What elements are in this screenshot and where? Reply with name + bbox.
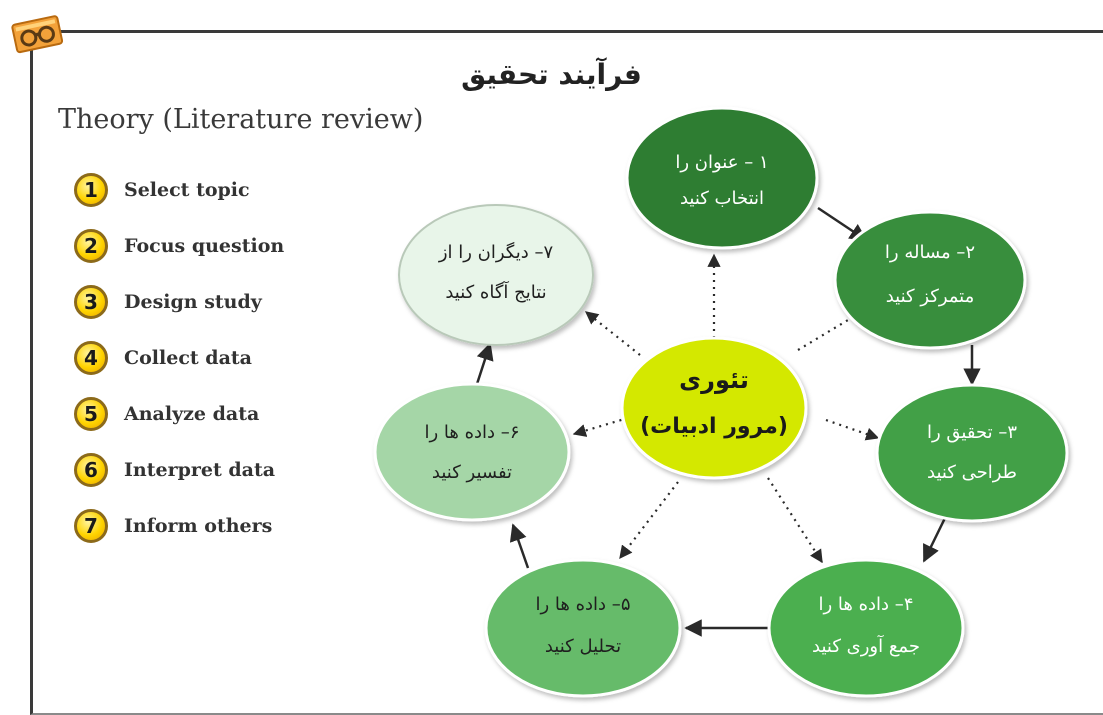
center-theory-node: تئوری (مرور ادبیات) xyxy=(620,336,808,480)
node-line2: طراحی کنید xyxy=(927,462,1017,483)
step-label: Focus question xyxy=(124,235,285,257)
theory-link-arrow xyxy=(572,416,629,437)
node-line1: ۱ – عنوان را xyxy=(675,152,768,173)
step-label: Design study xyxy=(124,291,262,313)
theory-link-arrow xyxy=(619,481,679,560)
node-line2: نتایج آگاه کنید xyxy=(445,280,546,303)
subtitle: Theory (Literature review) xyxy=(58,104,424,135)
theory-link-arrow xyxy=(825,418,880,441)
step-number-badge: 6 xyxy=(74,453,108,487)
step-number-badge: 7 xyxy=(74,509,108,543)
page-title: فرآیند تحقیق xyxy=(461,58,642,91)
node-line2: انتخاب کنید xyxy=(680,188,764,209)
step-item: 1 Select topic xyxy=(74,170,250,210)
step-label: Select topic xyxy=(124,179,250,201)
step-item: 5 Analyze data xyxy=(74,394,259,434)
step-number-badge: 3 xyxy=(74,285,108,319)
step-item: 3 Design study xyxy=(74,282,262,322)
node-line1: ۷– دیگران را از xyxy=(438,241,554,263)
theory-link-arrow xyxy=(584,311,641,356)
node-line1: ۳– تحقیق را xyxy=(927,422,1017,443)
cycle-arrow xyxy=(509,523,530,569)
cycle-arrow xyxy=(475,342,494,385)
step-item: 7 Inform others xyxy=(74,506,272,546)
node-line2: تحلیل کنید xyxy=(545,636,621,657)
step-number-badge: 5 xyxy=(74,397,108,431)
node-select-topic: ۱ – عنوان را انتخاب کنید xyxy=(625,106,819,250)
node-line1: ۶– داده ها را xyxy=(425,422,520,443)
step-number-badge: 1 xyxy=(74,173,108,207)
center-line2: (مرور ادبیات) xyxy=(640,414,788,439)
node-collect-data: ۴– داده ها را جمع آوری کنید xyxy=(767,558,965,698)
node-line2: جمع آوری کنید xyxy=(812,634,920,657)
step-label: Inform others xyxy=(124,515,273,537)
step-number-badge: 4 xyxy=(74,341,108,375)
node-line1: ۵– داده ها را xyxy=(536,594,631,615)
node-line2: متمرکز کنید xyxy=(886,286,975,307)
center-line1: تئوری xyxy=(679,366,749,394)
node-line1: ۲– مساله را xyxy=(885,242,975,263)
step-label: Interpret data xyxy=(124,459,276,481)
step-label: Collect data xyxy=(124,347,252,369)
step-item: 4 Collect data xyxy=(74,338,252,378)
cycle-arrow xyxy=(922,517,947,563)
node-focus-question: ۲– مساله را متمرکز کنید xyxy=(833,210,1027,350)
node-line1: ۴– داده ها را xyxy=(819,594,914,615)
glasses-book-icon xyxy=(11,15,64,54)
step-number-badge: 2 xyxy=(74,229,108,263)
step-label: Analyze data xyxy=(124,403,260,425)
node-line2: تفسیر کنید xyxy=(432,462,512,483)
step-item: 6 Interpret data xyxy=(74,450,275,490)
node-design-study: ۳– تحقیق را طراحی کنید xyxy=(875,383,1069,523)
node-interpret-data: ۶– داده ها را تفسیر کنید xyxy=(373,382,571,522)
node-analyze-data: ۵– داده ها را تحلیل کنید xyxy=(484,558,682,698)
theory-link-arrow xyxy=(767,477,823,564)
step-item: 2 Focus question xyxy=(74,226,284,266)
node-inform-others: ۷– دیگران را از نتایج آگاه کنید xyxy=(398,204,594,346)
